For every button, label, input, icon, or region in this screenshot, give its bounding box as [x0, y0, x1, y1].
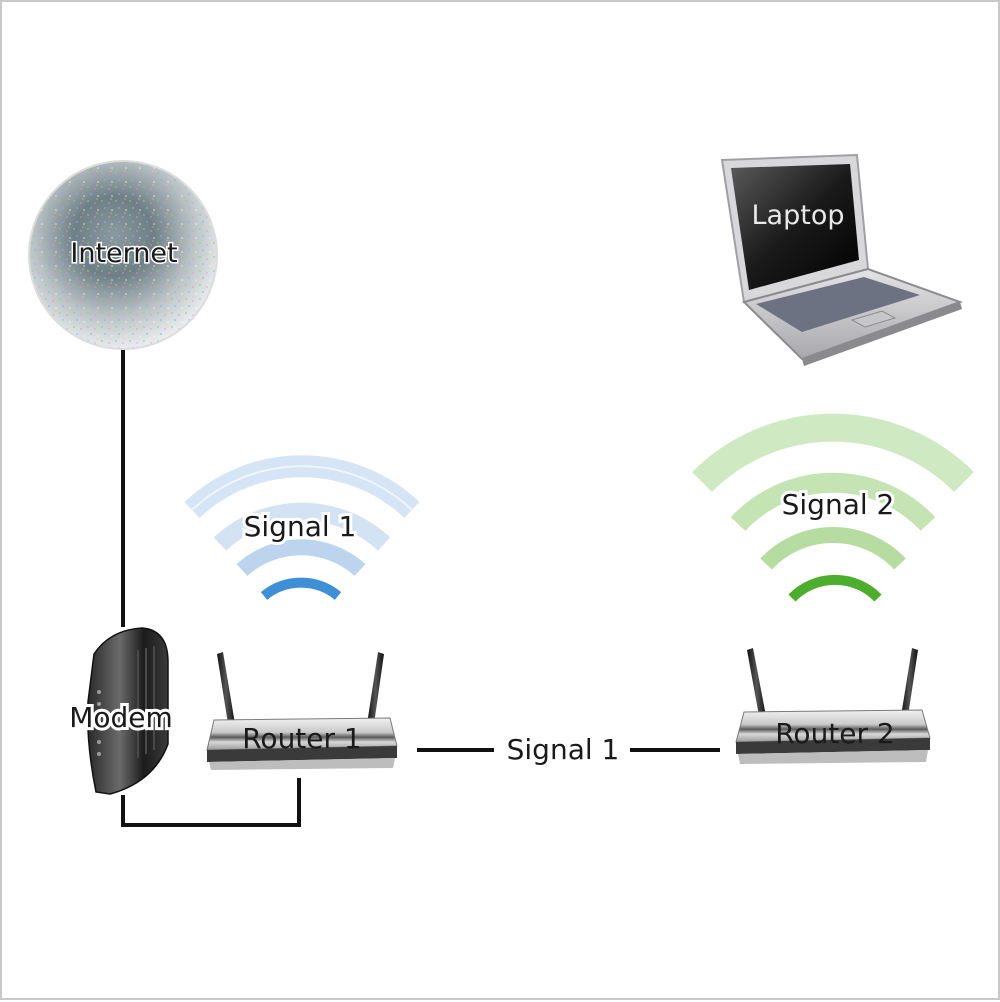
router1: Router 1 [206, 652, 398, 770]
router2-label: Router 2 [775, 717, 895, 750]
internet-globe: Internet [28, 160, 218, 350]
signal2-wifi-icon: Signal 2 [692, 413, 974, 602]
signal2-label: Signal 2 [782, 488, 895, 521]
laptop-front-edge [802, 302, 962, 366]
router2-antenna-right [901, 648, 918, 716]
router1-antenna-right [367, 652, 384, 724]
modem: Modem [66, 627, 176, 795]
router1-antenna-left [217, 652, 235, 724]
laptop-screen [731, 164, 859, 290]
router2-antenna-left [747, 648, 766, 716]
modem-icon [86, 627, 169, 795]
modem-router1-wire [121, 778, 301, 827]
laptop: Laptop [720, 153, 963, 366]
router-link-label: Signal 1 [507, 733, 620, 766]
signal1-wifi-icon: Signal 1 [184, 455, 420, 600]
signal1-label: Signal 1 [244, 510, 357, 543]
laptop-label: Laptop [752, 200, 845, 231]
laptop-touchpad [850, 310, 897, 328]
laptop-keyboard [756, 277, 920, 332]
wires [121, 347, 720, 827]
router1-label: Router 1 [242, 722, 362, 755]
modem-label: Modem [69, 701, 173, 734]
router2: Router 2 [735, 648, 931, 764]
internet-label: Internet [70, 238, 177, 269]
